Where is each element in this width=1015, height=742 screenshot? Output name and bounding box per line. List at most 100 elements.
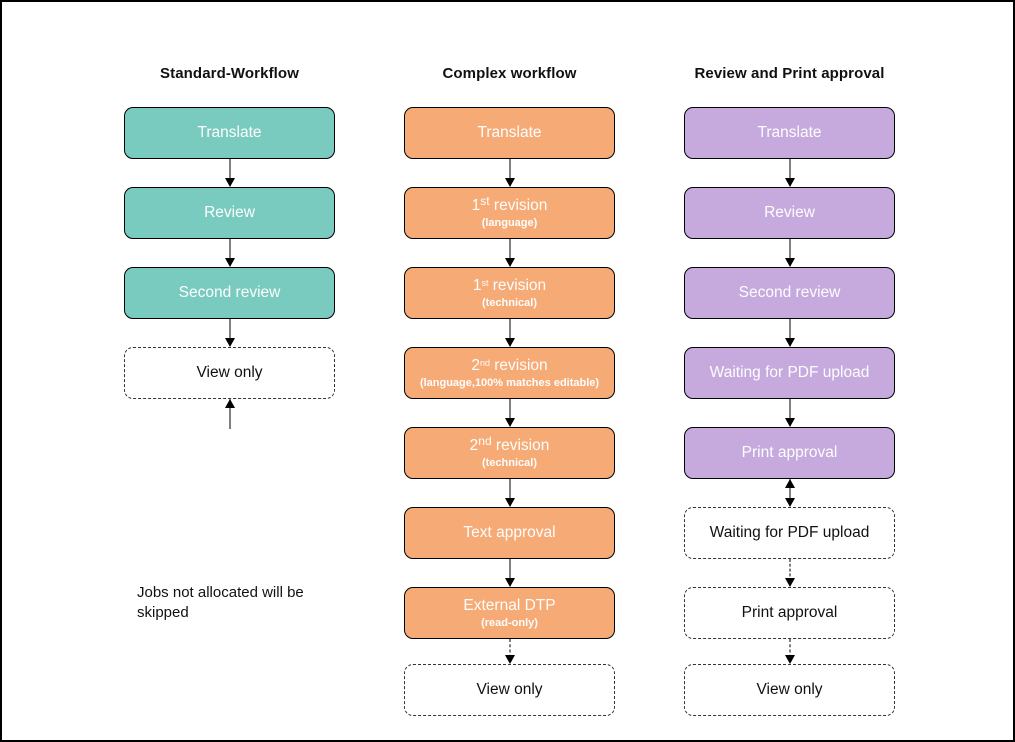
up-arrow-connector	[223, 399, 237, 430]
arrowhead-down-icon	[784, 418, 795, 427]
connector-line	[229, 399, 230, 429]
step-label: 2nd revision	[469, 434, 550, 455]
connector-line	[789, 159, 790, 186]
step-label: External DTP	[463, 597, 556, 615]
connector-line	[789, 639, 790, 663]
arrowhead-down-icon	[504, 498, 515, 507]
step-label-superscript: nd	[479, 358, 490, 369]
connector-line	[789, 319, 790, 346]
arrow-connector	[503, 559, 517, 587]
workflow-step-box: 2nd revision(technical)	[404, 427, 615, 479]
dashed-arrow-connector	[503, 639, 517, 664]
column-title: Review and Print approval	[694, 65, 885, 82]
arrowhead-down-icon	[504, 578, 515, 587]
step-sublabel: (language,100% matches editable)	[419, 376, 600, 389]
step-label-superscript: st	[480, 194, 490, 209]
arrowhead-down-icon	[504, 418, 515, 427]
step-label: Waiting for PDF upload	[709, 364, 870, 382]
workflow-step-box: Translate	[124, 107, 335, 159]
arrowhead-down-icon	[784, 578, 795, 587]
connector-line	[789, 239, 790, 266]
connector-line	[509, 239, 510, 266]
step-label: View only	[196, 364, 263, 382]
connector-line	[509, 159, 510, 186]
step-label: 1st revision	[472, 194, 548, 215]
arrow-connector	[503, 159, 517, 187]
connector-line	[789, 399, 790, 426]
step-label: Print approval	[741, 444, 838, 462]
step-label: Review	[204, 204, 255, 222]
arrow-connector	[783, 239, 797, 267]
arrow-connector	[223, 319, 237, 347]
dashed-arrow-connector	[783, 639, 797, 664]
arrow-connector	[503, 239, 517, 267]
step-label: Translate	[477, 124, 542, 142]
step-sublabel: (read-only)	[481, 616, 538, 629]
connector-line	[229, 159, 230, 186]
connector-line	[229, 239, 230, 266]
workflow-step-box: Translate	[684, 107, 895, 159]
workflow-step-box: Waiting for PDF upload	[684, 507, 895, 559]
step-label: 1st revision	[473, 277, 546, 294]
connector-line	[509, 399, 510, 426]
arrow-connector	[503, 399, 517, 427]
workflow-step-box: View only	[404, 664, 615, 716]
arrowhead-down-icon	[784, 338, 795, 347]
step-label: Print approval	[741, 604, 838, 622]
step-label-prefix: 1	[472, 277, 482, 295]
step-sublabel: (language)	[481, 216, 538, 229]
step-label: 2nd revision	[471, 357, 547, 374]
note-jobs-not-allocated: Jobs not allocated will be skipped	[137, 584, 304, 622]
workflow-step-box: Print approval	[684, 427, 895, 479]
step-label: Text approval	[463, 524, 556, 542]
arrowhead-up-icon	[784, 479, 795, 488]
step-label-superscript: nd	[478, 434, 492, 449]
step-label-rest: revision	[489, 357, 548, 375]
connector-line	[789, 559, 790, 586]
workflow-step-box: External DTP(read-only)	[404, 587, 615, 639]
workflow-step-box: 1st revision(technical)	[404, 267, 615, 319]
double-arrow-connector	[783, 479, 797, 507]
connector-line	[789, 479, 790, 506]
step-label: View only	[476, 681, 543, 699]
arrow-connector	[783, 159, 797, 187]
workflow-step-box: View only	[124, 347, 335, 399]
step-label-prefix: 2	[471, 357, 480, 375]
arrowhead-down-icon	[504, 655, 515, 664]
step-label: Translate	[757, 124, 822, 142]
arrow-connector	[503, 479, 517, 507]
arrow-connector	[783, 399, 797, 427]
column-title: Standard-Workflow	[160, 65, 299, 82]
connector-line	[509, 639, 510, 663]
connector-line	[509, 559, 510, 586]
step-label-rest: revision	[489, 197, 548, 215]
step-label-prefix: 2	[469, 437, 479, 455]
arrowhead-down-icon	[784, 498, 795, 507]
workflow-step-box: Review	[124, 187, 335, 239]
step-label: Review	[764, 204, 815, 222]
step-label: Second review	[738, 284, 841, 302]
arrow-connector	[223, 239, 237, 267]
step-label: Translate	[197, 124, 262, 142]
step-label: Second review	[178, 284, 281, 302]
arrow-connector	[503, 319, 517, 347]
workflow-step-box: 2nd revision(language,100% matches edita…	[404, 347, 615, 399]
connector-line	[509, 479, 510, 506]
column-title: Complex workflow	[442, 65, 577, 82]
workflow-step-box: Review	[684, 187, 895, 239]
dashed-arrow-connector	[783, 559, 797, 587]
arrowhead-down-icon	[224, 258, 235, 267]
arrow-connector	[223, 159, 237, 187]
arrowhead-down-icon	[224, 338, 235, 347]
step-label-rest: revision	[488, 277, 547, 295]
arrowhead-down-icon	[784, 655, 795, 664]
arrowhead-down-icon	[504, 258, 515, 267]
step-label: View only	[756, 681, 823, 699]
workflow-step-box: View only	[684, 664, 895, 716]
step-sublabel: (technical)	[481, 456, 537, 469]
workflow-step-box: Print approval	[684, 587, 895, 639]
